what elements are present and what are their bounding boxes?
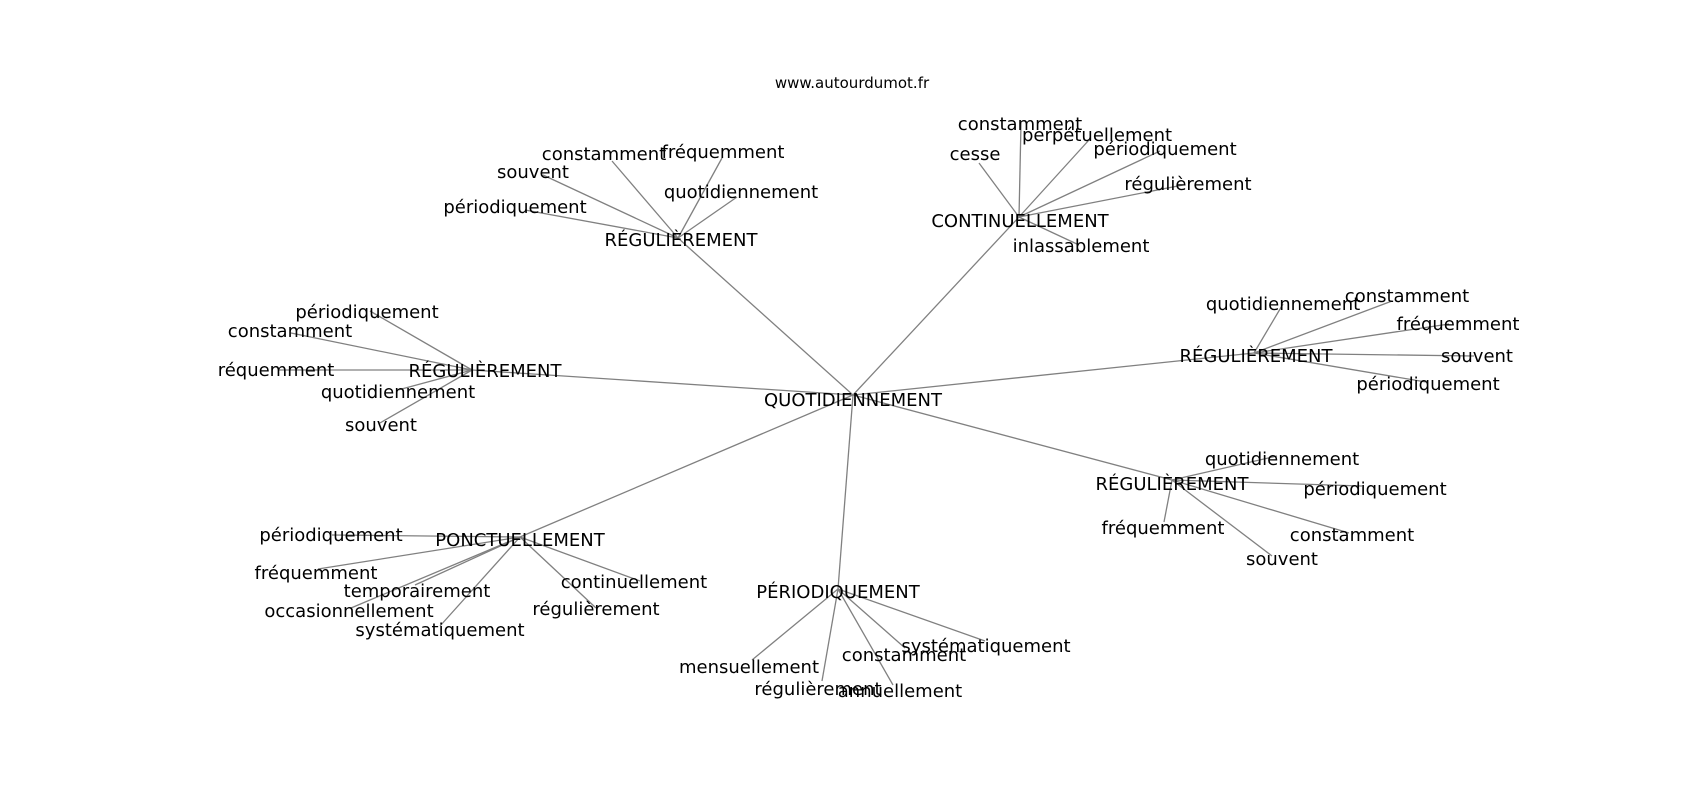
cluster-node-label: RÉGULIÈREMENT [605, 229, 759, 251]
leaf-edge [821, 588, 839, 682]
leaf-edge [1018, 150, 1161, 218]
leaf-node-label: systématiquement [355, 620, 524, 641]
leaf-edge [1018, 122, 1022, 218]
center-edge [852, 394, 1173, 481]
leaf-node-label: régulièrement [754, 679, 881, 700]
leaf-edge [837, 588, 986, 642]
leaf-node-label: annuellement [838, 681, 962, 702]
leaf-edge [350, 536, 521, 609]
leaf-node-label: cesse [950, 144, 1001, 165]
leaf-edge [1171, 455, 1278, 481]
center-edge [677, 237, 854, 396]
center-node-label: QUOTIDIENNEMENT [764, 390, 943, 411]
leaf-edge [1253, 352, 1427, 383]
cluster-node-label: PONCTUELLEMENT [435, 530, 605, 551]
leaf-node-label: continuellement [561, 572, 707, 593]
cluster-node-label: CONTINUELLEMENT [931, 211, 1109, 232]
cluster-node-label: RÉGULIÈREMENT [409, 360, 563, 382]
leaf-node-label: constamment [228, 321, 352, 342]
leaf-edge [1171, 479, 1363, 487]
leaf-edge [1018, 139, 1090, 218]
leaf-edge [1253, 300, 1393, 354]
leaf-edge [542, 174, 679, 239]
center-edge [852, 352, 1255, 396]
leaf-edge [837, 588, 906, 649]
source-watermark: www.autourdumot.fr [775, 74, 930, 92]
leaf-edge [1253, 323, 1450, 354]
leaf-edge [837, 588, 894, 686]
leaf-node-label: perpétuellement [1022, 125, 1172, 146]
leaf-node-label: fréquemment [255, 563, 378, 584]
leaf-node-label: occasionnellement [264, 601, 433, 622]
leaf-node-label: inlassablement [1013, 236, 1150, 257]
leaf-edge [978, 162, 1020, 218]
leaf-node-label: souvent [345, 415, 417, 436]
leaf-node-label: périodiquement [443, 197, 586, 218]
leaf-edge [1253, 352, 1475, 357]
leaf-node-label: constamment [842, 645, 966, 666]
leaf-node-label: systématiquement [901, 636, 1070, 657]
leaf-edge [369, 310, 473, 371]
leaf-edge [519, 536, 641, 582]
leaf-edge [331, 534, 521, 538]
leaf-edge [1253, 303, 1284, 354]
center-edge [519, 394, 854, 538]
leaf-edge [524, 209, 679, 239]
leaf-edge [1171, 479, 1350, 534]
leaf-node-label: constamment [958, 114, 1082, 135]
leaf-edge [611, 160, 679, 239]
leaf-edge [317, 536, 521, 570]
leaf-node-label: périodiquement [1093, 139, 1236, 160]
leaf-node-label: périodiquement [1356, 374, 1499, 395]
leaf-node-label: réquemment [218, 360, 335, 381]
leaf-node-label: mensuellement [679, 657, 819, 678]
leaf-node-label: constamment [1345, 286, 1469, 307]
cluster-node-label: RÉGULIÈREMENT [1180, 345, 1334, 367]
leaf-edge [1163, 479, 1173, 523]
leaf-edge [751, 588, 839, 661]
leaf-edge [290, 332, 473, 371]
leaf-edge [1018, 184, 1184, 218]
leaf-node-label: régulièrement [532, 599, 659, 620]
edges [278, 122, 1475, 686]
leaf-node-label: régulièrement [1124, 174, 1251, 195]
leaf-edge [677, 196, 738, 239]
leaf-node-label: périodiquement [1303, 479, 1446, 500]
leaf-node-label: quotidiennement [321, 382, 475, 403]
leaf-edge [397, 369, 473, 391]
labels: www.autourdumot.fr QUOTIDIENNEMENT RÉGUL… [218, 74, 1520, 702]
leaf-node-label: temporairement [344, 581, 491, 602]
cluster-node-label: RÉGULIÈREMENT [1096, 473, 1250, 495]
leaf-node-label: souvent [1246, 549, 1318, 570]
leaf-node-label: quotidiennement [1206, 294, 1360, 315]
leaf-edge [439, 536, 521, 627]
leaf-node-label: souvent [497, 162, 569, 183]
leaf-node-label: périodiquement [295, 302, 438, 323]
center-edge [837, 394, 854, 590]
leaf-edge [1018, 216, 1080, 246]
leaf-node-label: constamment [1290, 525, 1414, 546]
leaf-node-label: périodiquement [259, 525, 402, 546]
cluster-node-label: PÉRIODIQUEMENT [756, 581, 920, 603]
leaf-edge [1171, 479, 1273, 557]
leaf-node-label: quotidiennement [1205, 449, 1359, 470]
leaf-edge [677, 157, 723, 239]
leaf-node-label: quotidiennement [664, 182, 818, 203]
center-edge [852, 216, 1020, 396]
leaf-node-label: fréquemment [662, 142, 785, 163]
leaf-node-label: fréquemment [1102, 518, 1225, 539]
leaf-node-label: souvent [1441, 346, 1513, 367]
leaf-node-label: constamment [542, 144, 666, 165]
leaf-node-label: fréquemment [1397, 314, 1520, 335]
leaf-edge [379, 369, 473, 424]
center-edge [471, 369, 854, 396]
leaf-edge [519, 536, 597, 609]
